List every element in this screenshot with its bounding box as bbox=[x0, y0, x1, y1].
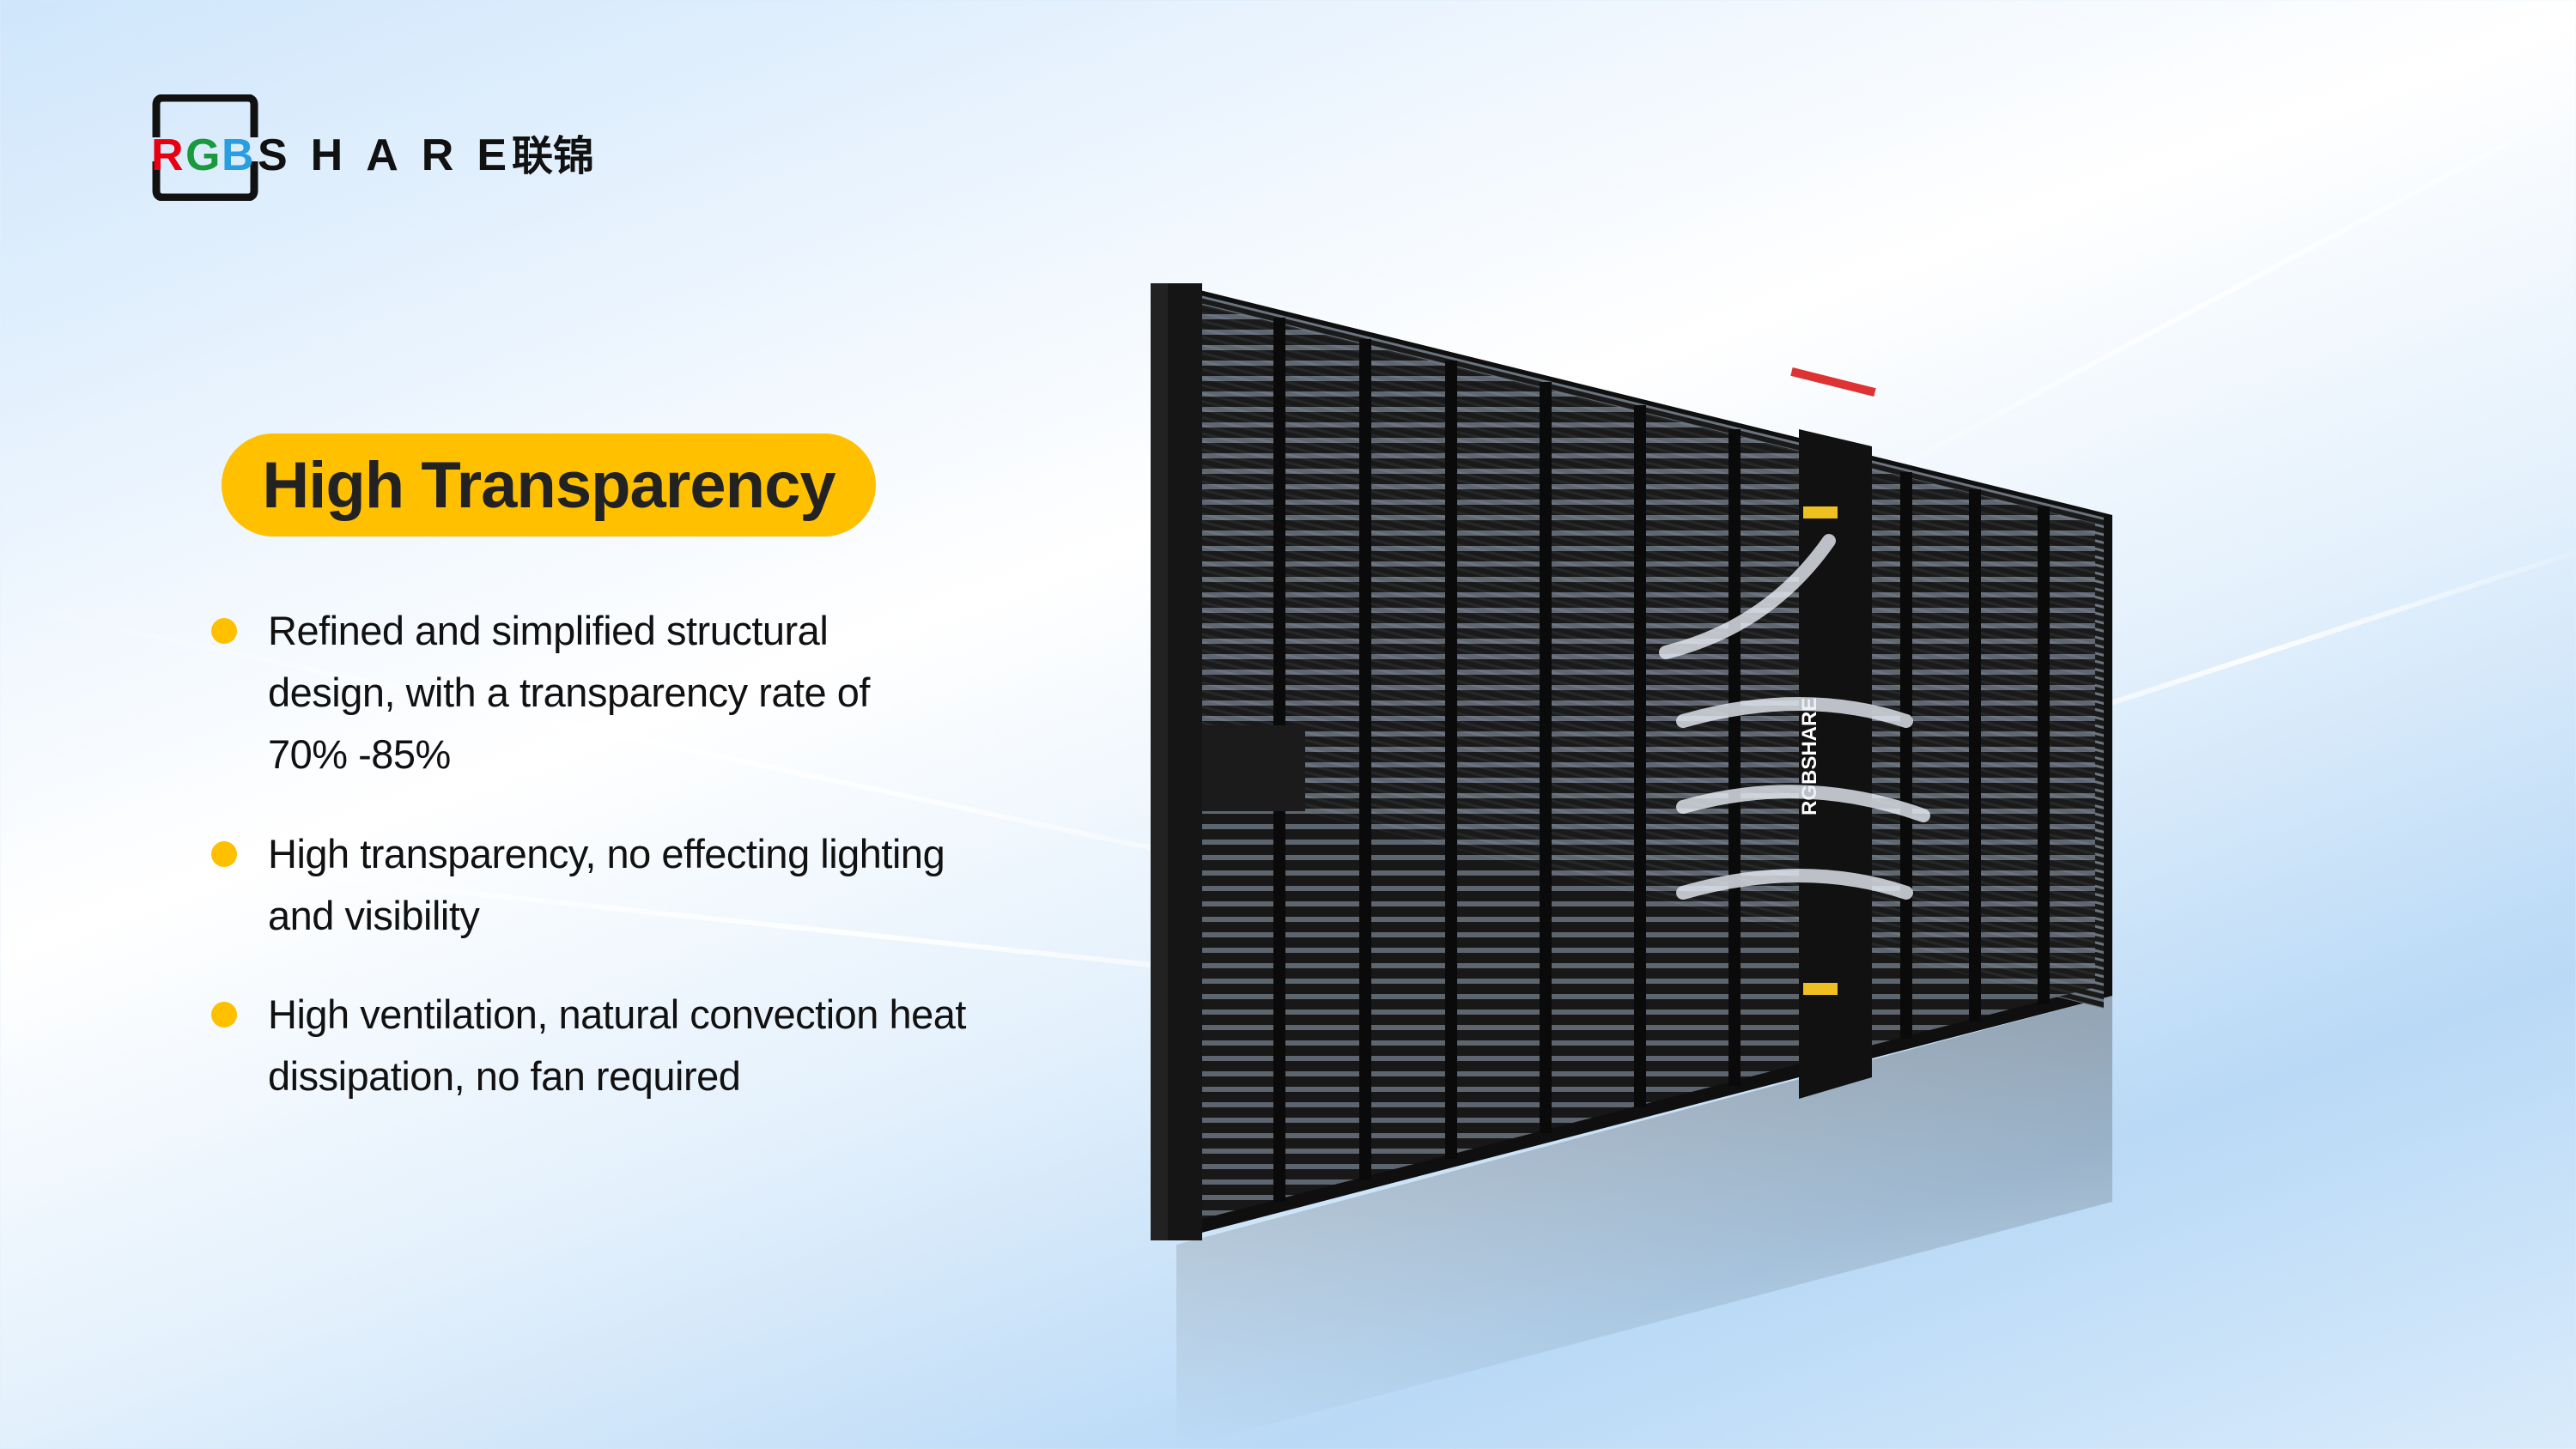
title-badge: High Transparency bbox=[222, 433, 876, 537]
bullet-text: dissipation, no fan required bbox=[268, 1053, 741, 1099]
svg-text:G: G bbox=[185, 130, 220, 180]
transparent-led-panel-image: RGBSHARE bbox=[1151, 283, 2112, 1449]
svg-text:SHARE: SHARE bbox=[258, 130, 507, 180]
bullet-text: Refined and simplified structural bbox=[268, 608, 829, 653]
bullet-text: High transparency, no effecting lighting bbox=[268, 831, 945, 876]
page-title: High Transparency bbox=[262, 448, 835, 522]
bullet-dot-icon bbox=[211, 841, 237, 867]
bullet-text: design, with a transparency rate of bbox=[268, 670, 870, 715]
bullet-text: 70% -85% bbox=[268, 731, 451, 777]
bullet-dot-icon bbox=[211, 1002, 237, 1028]
bullet-dot-icon bbox=[211, 618, 237, 644]
svg-text:联锦: 联锦 bbox=[512, 132, 594, 180]
bullet-text: and visibility bbox=[268, 893, 480, 938]
svg-text:R: R bbox=[151, 130, 184, 180]
rgbshare-logo: R G B SHARE 联锦 bbox=[151, 94, 594, 201]
svg-text:B: B bbox=[222, 130, 254, 180]
bullet-text: High ventilation, natural convection hea… bbox=[268, 991, 966, 1037]
